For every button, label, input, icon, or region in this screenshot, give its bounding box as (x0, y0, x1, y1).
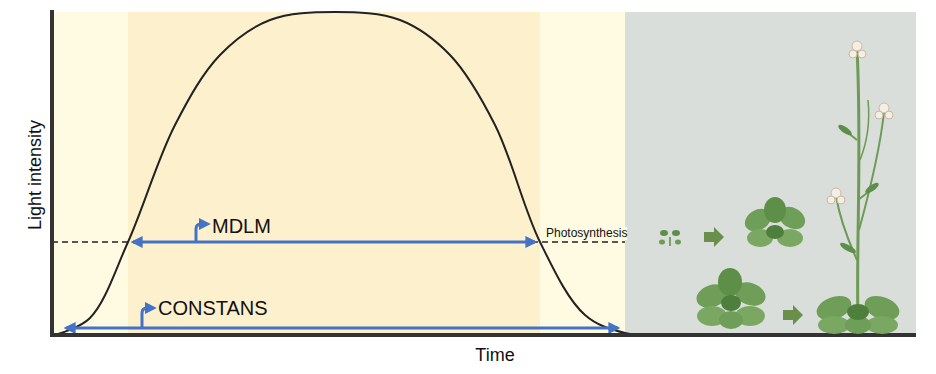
gene-label: MDLM (212, 215, 271, 237)
day-panel (52, 12, 625, 335)
growth-arrow (704, 227, 724, 247)
rosette-large (693, 268, 769, 329)
mdlm-span-arrow (133, 241, 535, 244)
x-axis (50, 333, 916, 337)
axis-label: Light intensity (26, 120, 46, 230)
y-axis (50, 10, 54, 337)
threshold-label: Photosynthesis (546, 227, 627, 240)
night-panel (625, 12, 916, 335)
promoter-symbol (142, 308, 152, 327)
seedling (659, 230, 681, 246)
threshold-line (52, 241, 625, 243)
flowering-plant (813, 41, 902, 334)
photosynthesis-band (128, 12, 540, 335)
light-curve (58, 12, 665, 335)
gene-label: CONSTANS (158, 297, 268, 319)
constans-span-arrow (66, 327, 618, 330)
growth-arrow (783, 305, 803, 325)
promoter-symbol (196, 224, 206, 241)
rosette-small (741, 197, 809, 247)
axis-label: Time (475, 346, 514, 366)
